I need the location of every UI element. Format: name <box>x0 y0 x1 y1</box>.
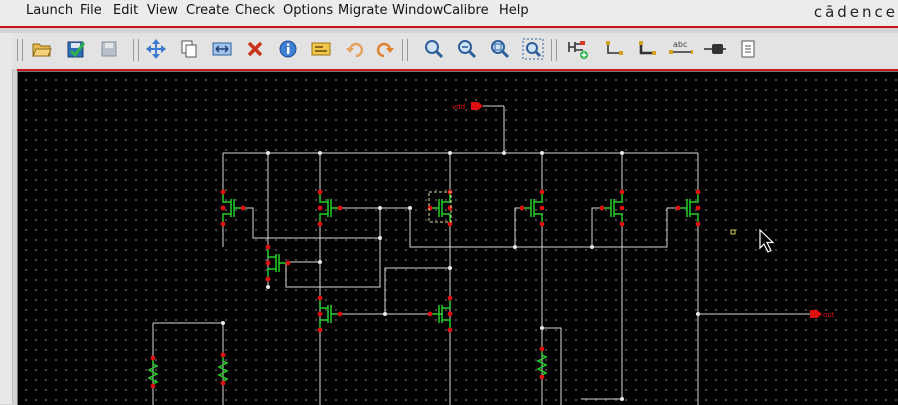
zoom-in-icon[interactable] <box>455 37 479 61</box>
redo-icon[interactable] <box>374 37 398 61</box>
pin-vdd-label: vdd <box>452 103 465 111</box>
nmos-transistors <box>317 295 453 333</box>
menu-calibre[interactable]: Calibre <box>443 3 489 18</box>
delete-icon[interactable] <box>243 37 267 61</box>
schematic-drawing: vdd out <box>147 102 835 405</box>
menu-bar: Launch File Edit View Create Check Optio… <box>0 0 898 27</box>
add-instance-icon[interactable] <box>566 37 590 61</box>
label-icon[interactable] <box>309 37 333 61</box>
pin-icon[interactable] <box>702 37 726 61</box>
menu-view[interactable]: View <box>147 3 178 18</box>
pin-out[interactable]: out <box>810 310 835 319</box>
transistor-m5 <box>599 189 625 227</box>
toolbar: abc <box>12 33 898 69</box>
menu-options[interactable]: Options <box>283 3 334 18</box>
undo-icon[interactable] <box>342 37 366 61</box>
transistor-m9 <box>427 295 453 333</box>
zoom-fit-icon[interactable] <box>422 37 446 61</box>
open-folder-icon[interactable] <box>30 37 54 61</box>
menu-window[interactable]: Window <box>392 3 444 18</box>
snap-marker <box>730 229 736 235</box>
cadence-logo: cādence <box>813 3 898 21</box>
schematic-canvas[interactable]: vdd out <box>17 71 898 405</box>
selected-instance-box[interactable] <box>428 191 452 223</box>
menu-create[interactable]: Create <box>186 3 230 18</box>
wires <box>152 105 810 405</box>
zoom-box-icon[interactable] <box>521 37 545 61</box>
wire-name-icon[interactable]: abc <box>669 37 693 61</box>
resistor-r3 <box>536 346 548 380</box>
transistor-m6 <box>675 189 701 227</box>
properties-icon[interactable] <box>276 37 300 61</box>
resistors <box>147 346 548 389</box>
mouse-cursor-icon <box>759 228 775 253</box>
save-icon[interactable] <box>97 37 121 61</box>
wire-name-text: abc <box>673 40 687 49</box>
canvas-border <box>17 69 898 71</box>
wire-junctions <box>221 151 700 401</box>
move-icon[interactable] <box>144 37 168 61</box>
pin-out-label: out <box>823 311 835 319</box>
menu-check[interactable]: Check <box>235 3 275 18</box>
copy-icon[interactable] <box>177 37 201 61</box>
stretch-icon[interactable] <box>210 37 234 61</box>
toolbar-grip[interactable] <box>17 39 23 61</box>
menu-divider <box>0 26 898 28</box>
transistor-m4 <box>519 189 545 227</box>
menu-migrate[interactable]: Migrate <box>338 3 388 18</box>
left-panel <box>0 33 13 404</box>
descend-icon[interactable] <box>736 37 760 61</box>
resistor-r2 <box>217 352 229 386</box>
toolbar-grip-2[interactable] <box>133 39 139 61</box>
resistor-r1 <box>147 355 159 389</box>
transistor-m8 <box>317 295 343 333</box>
menu-file[interactable]: File <box>80 3 102 18</box>
toolbar-grip-4[interactable] <box>551 39 557 61</box>
wide-wire-icon[interactable] <box>636 37 660 61</box>
transistor-m3 <box>427 189 453 227</box>
zoom-out-icon[interactable] <box>488 37 512 61</box>
pin-vdd[interactable]: vdd <box>452 102 483 111</box>
transistor-m7 <box>265 244 291 282</box>
menu-help[interactable]: Help <box>499 3 529 18</box>
toolbar-grip-3[interactable] <box>402 39 408 61</box>
pmos-transistors <box>220 189 701 282</box>
check-save-icon[interactable] <box>64 37 88 61</box>
wire-icon[interactable] <box>603 37 627 61</box>
menu-edit[interactable]: Edit <box>113 3 139 18</box>
transistor-m1 <box>220 189 246 227</box>
menu-launch[interactable]: Launch <box>26 3 74 18</box>
transistor-m2 <box>317 189 343 227</box>
